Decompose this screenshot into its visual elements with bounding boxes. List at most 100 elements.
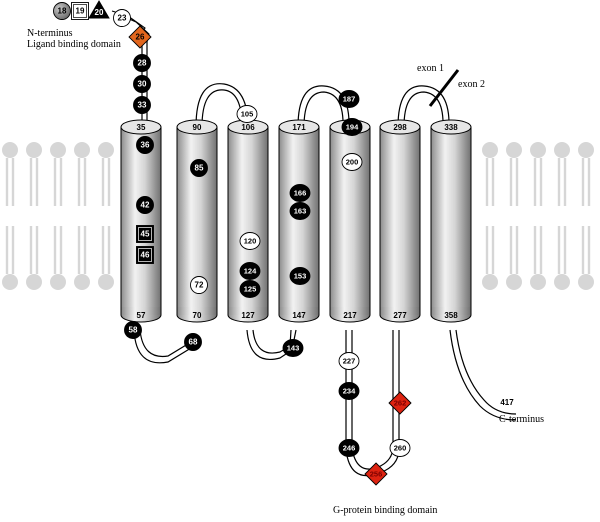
helix-tm2-start: 90 [193,123,202,132]
c-terminal-tail [449,329,517,421]
lipid-molecule [578,142,594,290]
residue-number: 124 [244,267,257,276]
residue-number: 194 [346,123,359,132]
residue-number: 120 [244,237,257,246]
residue-number: 20 [95,8,104,17]
exon2-label: exon 2 [458,79,485,90]
helix-tm6-end: 277 [393,311,407,320]
residue-256: 256 [364,462,388,486]
residue-120: 120 [239,232,261,250]
helix-tm1: 35 57 [120,119,162,323]
exon-boundary-marker [428,69,460,107]
residue-30: 30 [133,75,151,93]
residue-58: 58 [124,321,142,339]
helix-tm1-start: 35 [137,123,146,132]
residue-number: 19 [76,7,85,16]
lipid-molecule [482,142,498,290]
helix-tm3-end: 127 [241,311,255,320]
residue-260: 260 [389,439,411,457]
residue-number: 246 [343,444,356,453]
residue-number: 46 [141,251,150,260]
residue-number: 200 [346,158,359,167]
helix-tm6: 298 277 [379,119,421,323]
residue-234: 234 [338,382,360,400]
residue-number: 125 [244,285,257,294]
residue-153: 153 [289,267,311,285]
lipid-molecule [98,142,114,290]
lipid-molecule [530,142,546,290]
residue-number: 18 [58,7,67,16]
helix-tm7-start: 338 [444,123,458,132]
lipid-molecule [506,142,522,290]
residue-number: 163 [294,207,307,216]
residue-227: 227 [338,352,360,370]
residue-124: 124 [239,262,261,280]
residue-46: 46 [136,246,154,264]
residue-68: 68 [184,333,202,351]
residue-42: 42 [136,196,154,214]
residue-number: 85 [195,164,204,173]
residue-number: 143 [287,344,300,353]
c-terminus-number: 417 [500,398,514,407]
residue-number: 234 [343,387,356,396]
residue-number: 166 [294,189,307,198]
helix-tm6-start: 298 [393,123,407,132]
residue-85: 85 [190,159,208,177]
residue-166: 166 [289,184,311,202]
helix-tm4: 171 147 [278,119,320,323]
n-terminus-label: N-terminus [27,28,73,39]
residue-number: 72 [195,281,204,290]
g-protein-binding-domain-label: G-protein binding domain [333,505,437,516]
helix-tm5-end: 217 [343,311,357,320]
extracellular-loop-3 [397,85,450,128]
helix-tm2-end: 70 [193,311,202,320]
residue-number: 153 [294,272,307,281]
residue-number: 105 [241,110,254,119]
residue-143: 143 [282,339,304,357]
helix-tm1-end: 57 [137,311,146,320]
residue-number: 256 [370,470,383,479]
residue-246: 246 [338,439,360,457]
residue-187: 187 [338,90,360,108]
helix-tm4-end: 147 [292,311,306,320]
residue-number: 262 [394,399,407,408]
helix-tm7: 338 358 [430,119,472,323]
residue-28: 28 [133,54,151,72]
residue-18: 18 [53,2,71,20]
residue-number: 30 [138,80,147,89]
lipid-molecule [2,142,18,290]
lipid-molecule [74,142,90,290]
residue-number: 36 [141,141,150,150]
residue-number: 42 [141,201,150,210]
residue-105: 105 [236,105,258,123]
residue-number: 227 [343,357,356,366]
residue-number: 187 [343,95,356,104]
helix-tm4-start: 171 [292,123,306,132]
lipid-bilayer [2,142,594,290]
residue-36: 36 [136,136,154,154]
residue-33: 33 [133,96,151,114]
lipid-molecule [554,142,570,290]
residue-number: 68 [189,338,198,347]
residue-number: 28 [138,59,147,68]
residue-163: 163 [289,202,311,220]
helix-tm7-end: 358 [444,311,458,320]
residue-number: 58 [129,326,138,335]
residue-200: 200 [341,153,363,171]
residue-markers: 18 19 20 23 26 28 30 33 36 42 45 46 58 68 85 72 105 120 12… [53,0,412,486]
residue-23: 23 [113,9,131,27]
residue-72: 72 [190,276,208,294]
residue-number: 45 [141,230,150,239]
residue-number: 23 [118,14,127,23]
lipid-molecule [26,142,42,290]
residue-number: 260 [394,444,407,453]
exon1-label: exon 1 [417,63,444,74]
residue-262: 262 [388,391,412,415]
residue-number: 26 [136,33,145,42]
residue-26: 26 [128,25,152,49]
residue-20: 20 [88,0,110,19]
residue-number: 33 [138,101,147,110]
residue-45: 45 [136,225,154,243]
